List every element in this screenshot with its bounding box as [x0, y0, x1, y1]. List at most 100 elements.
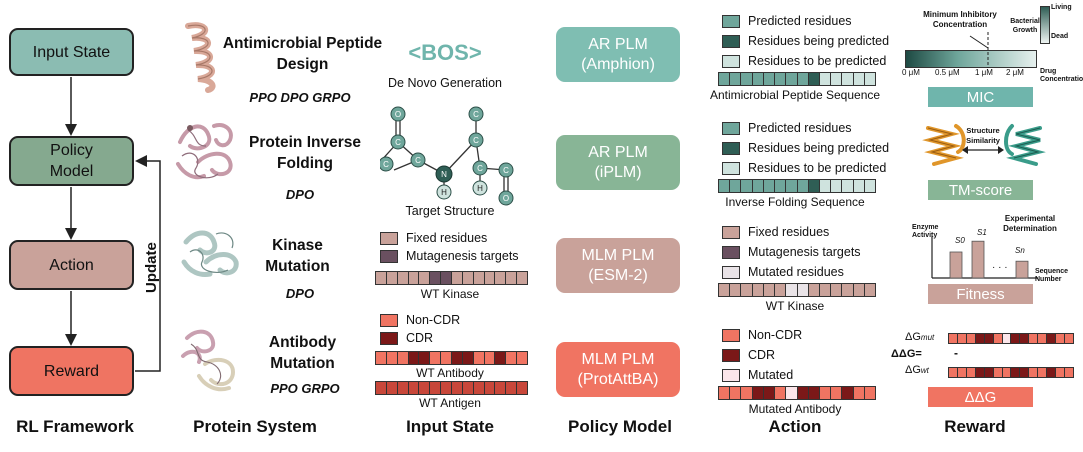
residue-cell	[441, 352, 453, 364]
residue-cell	[984, 368, 994, 377]
residue-cell	[376, 272, 387, 284]
residue-cell	[473, 382, 485, 394]
fitness-chart	[931, 236, 1038, 279]
fitness-ylabel: Enzyme Activity	[912, 224, 939, 239]
residue-cell	[797, 387, 809, 399]
swatch-targets	[380, 249, 398, 263]
rl-flow-arrows	[65, 77, 161, 372]
swatch-noncdr	[380, 313, 398, 327]
protein-structure-icon	[176, 123, 233, 180]
svg-text:N: N	[441, 170, 447, 179]
bos-token: <BOS>	[408, 40, 482, 65]
mic-tick-3: 2 μM	[1006, 68, 1024, 77]
action3-legend-mutated: Mutated residues	[722, 265, 844, 279]
mic-label: MIC	[966, 88, 995, 106]
residue-cell	[408, 272, 420, 284]
residue-cell	[741, 73, 753, 85]
policy-line2: (ESM-2)	[588, 266, 648, 284]
svg-text:C: C	[415, 156, 421, 165]
residue-cell	[386, 272, 398, 284]
svg-text:H: H	[441, 188, 447, 197]
residue-cell	[775, 387, 787, 399]
tm-structure-teal-icon	[1004, 124, 1046, 166]
residue-cell	[864, 387, 876, 399]
residue-cell	[786, 73, 798, 85]
residue-cell	[741, 180, 753, 192]
reward-label: Reward	[43, 362, 100, 380]
residue-cell	[1002, 334, 1012, 343]
protein-title-kinase-line2: Mutation	[265, 258, 330, 275]
ddg-wt-symbol: ΔG	[905, 364, 921, 376]
residue-cell	[775, 284, 787, 296]
fitness-reward-bar: Fitness	[928, 284, 1033, 304]
action2-legend-tobe: Residues to be predicted	[722, 161, 886, 175]
residue-cell	[853, 387, 865, 399]
residue-cell	[853, 73, 865, 85]
swatch-being	[722, 34, 740, 48]
residue-cell	[1056, 368, 1065, 377]
residue-cell	[1029, 334, 1039, 343]
action3-caption: WT Kinase	[765, 299, 825, 313]
mic-dead: Dead	[1051, 33, 1069, 40]
residue-cell	[808, 73, 820, 85]
header-action: Action	[768, 417, 822, 436]
swatch-cdr	[722, 348, 740, 362]
ddg-wt-label: ΔGwt	[905, 364, 929, 376]
mic-threshold-line	[969, 32, 989, 68]
input-kinase-caption: WT Kinase	[420, 287, 480, 301]
residue-cell	[763, 73, 776, 85]
residue-cell	[853, 180, 865, 192]
residue-cell	[752, 180, 764, 192]
residue-cell	[949, 368, 958, 377]
residue-cell	[741, 284, 753, 296]
residue-cell	[1056, 334, 1065, 343]
protein-title-antibody-line1: Antibody	[268, 334, 337, 351]
legend-label: Residues to be predicted	[748, 161, 887, 175]
legend-label: Residues being predicted	[748, 141, 890, 155]
mic-tick-1: 0.5 μM	[935, 68, 960, 77]
helix-peptide-icon	[185, 22, 216, 93]
action3-legend-fixed: Fixed residues	[722, 225, 829, 239]
residue-cell	[786, 180, 798, 192]
residue-cell	[730, 387, 742, 399]
legend-label: Fixed residues	[748, 225, 830, 239]
input-antibody-caption: WT Antibody	[416, 366, 484, 380]
header-reward: Reward	[944, 417, 1006, 436]
fitness-label-s0: S0	[955, 236, 965, 245]
residue-cell	[430, 382, 442, 394]
ddg-reward-bar: ΔΔG	[928, 387, 1033, 407]
input-kinase-legend-fixed: Fixed residues	[380, 231, 487, 245]
mic-xlabel: Drug Concentration	[1040, 68, 1083, 83]
swatch-fixed	[380, 231, 398, 245]
antibody-structure-icon	[181, 329, 236, 392]
residue-cell	[462, 272, 474, 284]
action1-caption: Antimicrobial Peptide Sequence	[709, 88, 881, 102]
residue-cell	[376, 352, 387, 364]
legend-label: Mutated residues	[748, 265, 844, 279]
swatch-fixed	[722, 225, 740, 239]
residue-cell	[452, 382, 463, 394]
action3-sequence	[718, 283, 876, 297]
residue-cell	[831, 387, 843, 399]
swatch-cdr	[380, 331, 398, 345]
policy-line1: MLM PLM	[581, 350, 655, 368]
residue-cell	[452, 272, 463, 284]
residue-cell	[430, 272, 442, 284]
residue-cell	[506, 382, 518, 394]
mic-tick-0: 0 μM	[902, 68, 920, 77]
fitness-xlabel: Sequence Number	[1035, 268, 1069, 283]
header-input-state: Input State	[406, 417, 494, 436]
swatch-tobe	[722, 161, 740, 175]
swatch-predicted	[722, 14, 740, 28]
action1-legend-being: Residues being predicted	[722, 34, 889, 48]
residue-cell	[506, 272, 518, 284]
policy-box-protattba: MLM PLM(ProtAttBA)	[556, 342, 680, 397]
residue-cell	[484, 352, 496, 364]
input-antigen-sequence	[375, 381, 528, 395]
residue-cell	[1011, 368, 1021, 377]
policy-line2: (Amphion)	[581, 55, 655, 73]
residue-cell	[408, 352, 420, 364]
residue-cell	[864, 180, 876, 192]
protein-title-if-line1: Protein Inverse	[249, 134, 361, 151]
residue-cell	[397, 352, 409, 364]
